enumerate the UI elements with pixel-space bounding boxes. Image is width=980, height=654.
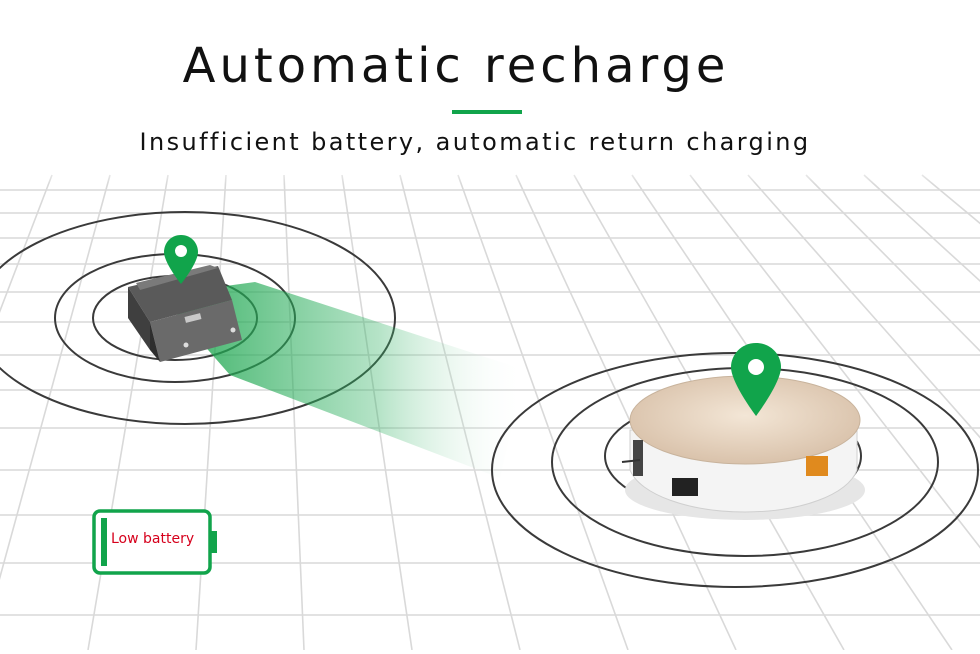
signal-beam [160, 282, 525, 478]
battery-icon [92, 509, 217, 575]
page-subtitle: Insufficient battery, automatic return c… [139, 128, 811, 156]
page-title: Automatic recharge [182, 38, 730, 94]
title-divider [452, 110, 522, 114]
robot-vacuum [621, 375, 865, 520]
dock-location-pin-icon [164, 235, 198, 284]
charging-dock [128, 265, 242, 362]
low-battery-label: Low battery [111, 531, 195, 547]
robot-location-pin-icon [731, 343, 781, 416]
